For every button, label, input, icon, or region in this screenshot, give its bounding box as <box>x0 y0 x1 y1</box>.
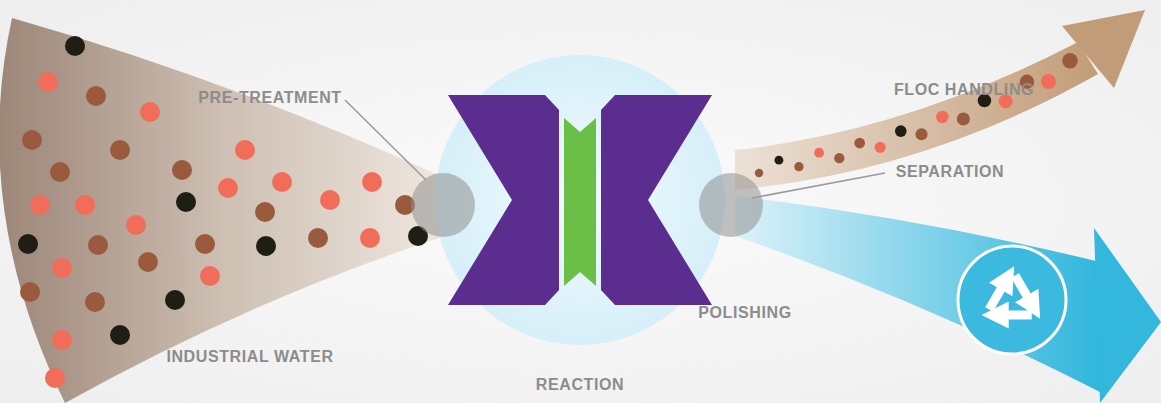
reaction-circle <box>435 55 725 345</box>
floc-dot <box>814 148 824 158</box>
recycle-arrow <box>1015 275 1031 302</box>
contaminant-dot <box>75 195 95 215</box>
contaminant-dot <box>30 195 50 215</box>
contaminant-dot <box>172 160 192 180</box>
floc-dot <box>895 125 907 137</box>
recycle-arrow <box>1001 311 1032 320</box>
separation-marker <box>699 173 763 237</box>
leader-line <box>752 173 885 198</box>
contaminant-dot <box>255 202 275 222</box>
contaminant-dot <box>200 266 220 286</box>
contaminant-dot <box>65 36 85 56</box>
floc-arrow-body <box>735 42 1098 190</box>
floc-arrow-head <box>1062 10 1145 88</box>
recycle-arrow <box>989 283 1005 310</box>
polishing-arrow-head <box>1094 228 1161 403</box>
contaminant-dot <box>52 258 72 278</box>
stage-label: REACTION <box>536 375 624 394</box>
contaminant-dot <box>20 282 40 302</box>
contaminant-dot <box>195 234 215 254</box>
floc-dot <box>794 162 803 171</box>
recycle-badge <box>958 246 1066 354</box>
contaminant-dot <box>308 228 328 248</box>
leader-line <box>345 100 426 180</box>
floc-dot <box>1041 74 1056 89</box>
contaminant-dot <box>110 325 130 345</box>
contaminant-dot <box>165 290 185 310</box>
floc-dot <box>755 169 763 177</box>
recycle-symbol <box>958 246 1066 354</box>
stage-label: POLISHING <box>698 303 791 322</box>
contaminant-dot <box>110 140 130 160</box>
contaminant-dot <box>360 228 380 248</box>
floc-dot <box>915 128 927 140</box>
contaminant-dot <box>38 72 58 92</box>
floc-dot <box>774 156 783 165</box>
stage-label: SEPARATION <box>896 162 1005 181</box>
floc-dot <box>936 111 949 124</box>
contaminant-dot <box>140 102 160 122</box>
contaminant-dot <box>88 235 108 255</box>
contaminant-dot <box>235 140 255 160</box>
floc-dot <box>834 153 844 163</box>
contaminant-dot <box>362 172 382 192</box>
inflow-funnel <box>0 18 445 403</box>
contaminant-dot <box>138 252 158 272</box>
contaminant-dot <box>52 330 72 350</box>
stage-label: INDUSTRIAL WATER <box>166 347 333 366</box>
contaminant-dot <box>18 234 38 254</box>
stage-label: FLOC HANDLING <box>894 80 1034 99</box>
floc-dot <box>854 138 865 149</box>
contaminant-dot <box>176 192 196 212</box>
contaminant-dot <box>218 178 238 198</box>
contaminant-dot <box>86 86 106 106</box>
contaminant-dot <box>272 172 292 192</box>
pretreatment-marker <box>411 173 475 237</box>
contaminant-dot <box>256 236 276 256</box>
contaminant-dot <box>320 190 340 210</box>
stage-label: PRE-TREATMENT <box>198 88 342 107</box>
contaminant-dot <box>22 130 42 150</box>
floc-dot <box>875 142 886 153</box>
floc-dot <box>1062 53 1077 68</box>
contaminant-dots <box>18 36 428 388</box>
contaminant-dot <box>45 368 65 388</box>
reactor-right-block <box>601 95 712 305</box>
contaminant-dot <box>50 162 70 182</box>
contaminant-dot <box>126 215 146 235</box>
contaminant-dot <box>85 292 105 312</box>
reactor-membrane <box>564 118 596 286</box>
polishing-arrow-body <box>735 196 1100 392</box>
floc-dots <box>755 53 1078 177</box>
floc-dot <box>957 112 970 125</box>
